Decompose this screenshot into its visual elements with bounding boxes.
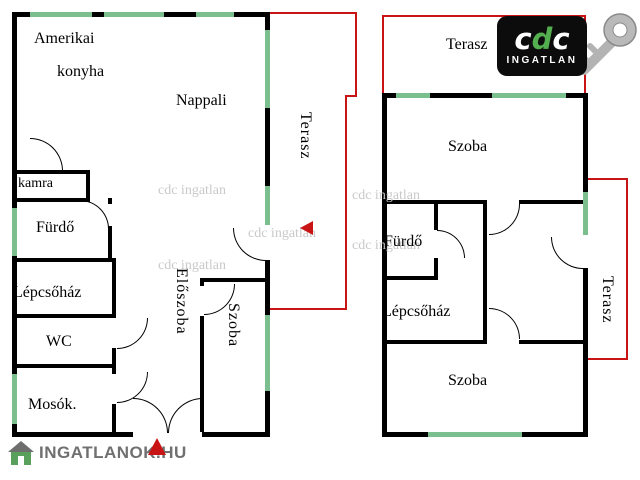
window-segment <box>396 93 430 98</box>
wall-segment <box>434 200 438 230</box>
window-segment <box>104 12 164 17</box>
wall-segment <box>519 200 588 204</box>
wall-segment <box>519 340 588 344</box>
terrace-outline <box>588 178 628 180</box>
terrace-outline <box>626 178 628 360</box>
wall-segment <box>202 432 270 437</box>
cdc-subtitle: INGATLAN <box>506 55 578 66</box>
room-label-kitchen-line2: konyha <box>57 63 105 80</box>
window-segment <box>265 186 270 225</box>
room-label-living: Nappali <box>176 92 227 109</box>
room-label-terrace-top: Terasz <box>446 36 488 53</box>
watermark-text: cdc ingatlan <box>352 188 421 203</box>
door-arc <box>80 200 109 229</box>
door-arc <box>117 318 148 349</box>
door-arc <box>168 398 203 433</box>
terrace-outline <box>382 15 384 93</box>
door-arc <box>133 398 168 433</box>
wall-segment <box>483 200 487 344</box>
room-label-bathroom-left: Fürdő <box>36 219 75 236</box>
cdc-ingatlan-logo: cdc INGATLAN <box>497 16 587 76</box>
cdc-letter: d <box>531 22 553 56</box>
wall-segment <box>112 404 116 432</box>
wall-segment <box>112 258 116 318</box>
terrace-outline <box>355 12 357 97</box>
cdc-letter: c <box>552 22 570 56</box>
terrace-outline <box>268 12 357 14</box>
direction-arrow-icon <box>148 438 166 455</box>
watermark-text: cdc ingatlan <box>352 238 421 253</box>
room-label-kitchen-line1: Amerikai <box>34 30 95 47</box>
wall-segment <box>86 170 90 202</box>
door-arc <box>30 138 63 171</box>
direction-arrow-icon <box>300 221 313 235</box>
room-label-staircase-right: Lépcsőház <box>382 303 451 320</box>
wall-segment <box>382 93 387 437</box>
wall-segment <box>583 268 588 437</box>
window-segment <box>265 315 270 391</box>
room-label-room-top: Szoba <box>448 138 488 155</box>
door-arc <box>551 237 583 269</box>
wall-segment <box>434 258 438 280</box>
wall-segment <box>265 12 270 225</box>
terrace-outline <box>588 358 628 360</box>
cdc-brand-text: cdc <box>514 25 569 54</box>
wall-segment <box>382 93 588 98</box>
wall-segment <box>12 198 90 202</box>
wall-segment <box>108 198 112 204</box>
room-label-terrace-left: Terasz <box>297 112 314 160</box>
cdc-letter: c <box>514 22 532 56</box>
watermark-text: cdc ingatlan <box>158 258 227 273</box>
room-label-terrace-side: Terasz <box>599 276 616 324</box>
wall-segment <box>200 278 270 282</box>
wall-segment <box>112 348 116 374</box>
room-label-bathroom-right: Fürdő <box>384 233 423 250</box>
door-arc <box>489 204 520 235</box>
terrace-outline <box>382 15 586 17</box>
window-segment <box>12 208 17 256</box>
window-segment <box>12 374 17 424</box>
terrace-outline <box>345 95 357 97</box>
room-label-laundry: Mosók. <box>28 396 77 413</box>
wall-segment <box>382 340 487 344</box>
door-arc <box>437 230 465 258</box>
room-label-room-bottom: Szoba <box>448 372 488 389</box>
room-label-pantry: kamra <box>18 176 53 191</box>
wall-segment <box>583 93 588 235</box>
key-icon <box>577 13 637 75</box>
door-arc <box>489 308 520 339</box>
wall-segment <box>200 278 204 286</box>
window-segment <box>30 12 92 17</box>
wall-segment <box>12 314 116 318</box>
room-label-room-left: Szoba <box>225 303 242 348</box>
terrace-outline <box>268 308 347 310</box>
wall-segment <box>12 364 116 368</box>
wall-segment <box>382 276 438 280</box>
wall-segment <box>200 316 204 432</box>
window-segment <box>583 192 588 235</box>
window-segment <box>265 30 270 108</box>
wall-segment <box>12 258 112 262</box>
window-segment <box>492 93 566 98</box>
terrace-outline <box>345 95 347 310</box>
watermark-text: cdc ingatlan <box>248 226 317 241</box>
wall-segment <box>12 170 90 174</box>
wall-segment <box>12 432 133 437</box>
window-segment <box>196 12 234 17</box>
watermark-text: cdc ingatlan <box>158 183 227 198</box>
window-segment <box>428 432 522 437</box>
house-icon <box>8 441 34 465</box>
wall-segment <box>108 226 112 262</box>
room-label-hallway: Előszoba <box>173 268 190 335</box>
room-label-wc: WC <box>46 333 72 350</box>
room-label-staircase-left: Lépcsőház <box>13 284 82 301</box>
